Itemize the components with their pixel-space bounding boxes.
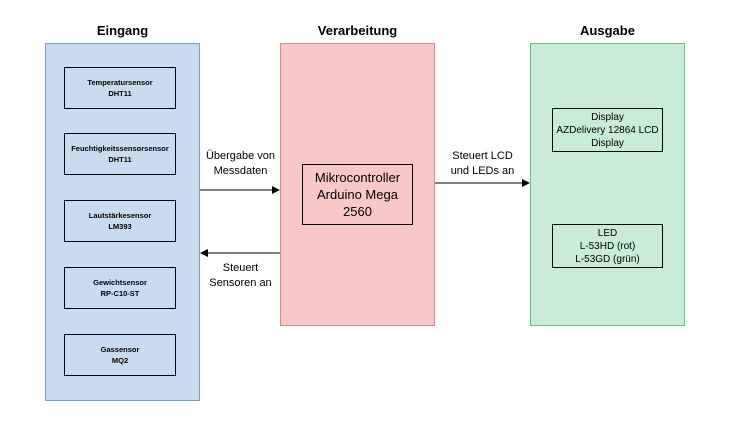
led-line: L-53HD (rot) (579, 240, 636, 252)
microcontroller-box: Mikrocontroller Arduino Mega 2560 (302, 164, 413, 225)
label-line: Steuert (222, 262, 259, 274)
sensor-model: DHT11 (108, 89, 132, 98)
label-line: Messdaten (213, 165, 268, 177)
label-control-sensors: Steuert Sensoren an (198, 261, 283, 291)
sensor-box-temperature: Temperatursensor DHT11 (64, 67, 176, 109)
sensor-box-loudness: Lautstärkesensor LM393 (64, 200, 176, 242)
sensor-model: MQ2 (111, 356, 129, 365)
output-column-title: Ausgabe (580, 23, 635, 38)
display-box: Display AZDelivery 12864 LCD Display (552, 108, 663, 152)
led-line: LED (597, 227, 618, 239)
microcontroller-line: Mikrocontroller (314, 170, 401, 185)
display-line: Display (591, 111, 624, 123)
sensor-model: DHT11 (108, 155, 132, 164)
microcontroller-line: Arduino Mega (317, 187, 398, 202)
sensor-name: Lautstärkesensor (88, 211, 152, 220)
sensor-name: Temperatursensor (87, 78, 153, 87)
sensor-box-humidity: Feuchtigkeitssensorsensor DHT11 (64, 133, 176, 175)
output-panel (530, 43, 685, 326)
sensor-box-weight: Gewichtsensor RP-C10-ST (64, 267, 176, 309)
sensor-name: Feuchtigkeitssensorsensor (71, 144, 169, 153)
led-line: L-53GD (grün) (575, 253, 640, 265)
processing-column-title: Verarbeitung (317, 23, 398, 38)
label-line: Übergabe von (205, 150, 276, 162)
label-line: Sensoren an (209, 277, 272, 289)
display-line: Display (591, 137, 624, 149)
input-panel (45, 43, 200, 401)
sensor-name: Gassensor (100, 345, 140, 354)
sensor-model: LM393 (108, 222, 132, 231)
processing-panel (280, 43, 435, 326)
led-box: LED L-53HD (rot) L-53GD (grün) (552, 224, 663, 268)
input-column-title: Eingang (96, 23, 149, 38)
label-transfer-data: Übergabe von Messdaten (198, 149, 283, 179)
display-line: AZDelivery 12864 LCD (556, 124, 659, 136)
sensor-name: Gewichtsensor (93, 278, 147, 287)
sensor-model: RP-C10-ST (100, 289, 140, 298)
label-line: Steuert LCD (452, 150, 513, 162)
label-line: und LEDs an (450, 165, 515, 177)
label-control-output: Steuert LCD und LEDs an (440, 149, 525, 179)
microcontroller-line: 2560 (343, 204, 372, 219)
sensor-box-gas: Gassensor MQ2 (64, 334, 176, 376)
